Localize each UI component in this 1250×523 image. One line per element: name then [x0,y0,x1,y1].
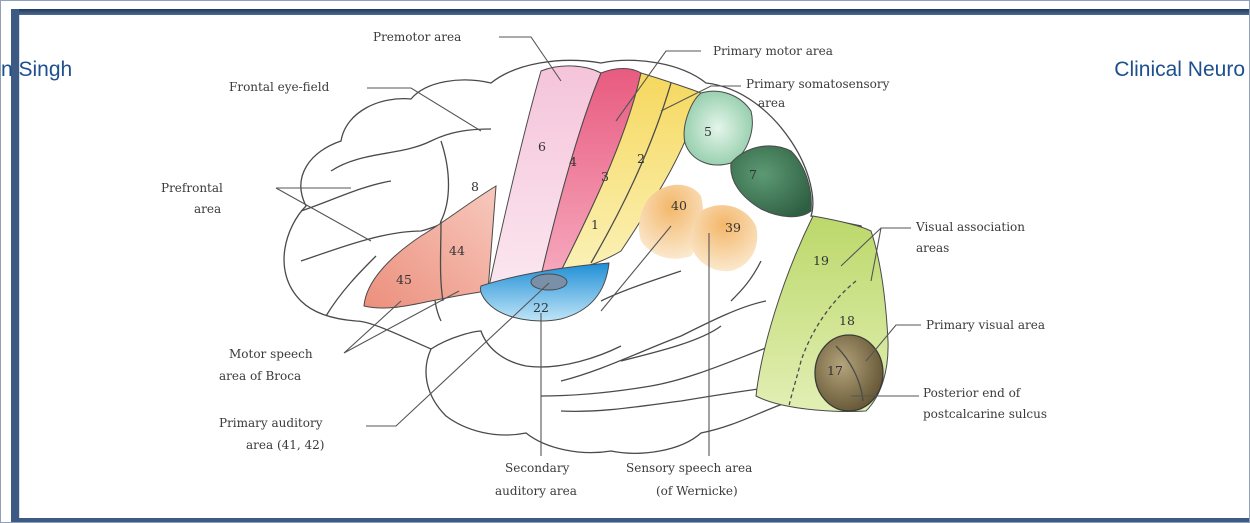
area-44-number: 44 [449,243,465,258]
area-1-number: 1 [591,217,599,232]
label-primary-motor-area: Primary motor area [713,44,833,58]
gyrus-line [331,129,491,171]
label-frontal-eye-field: Frontal eye-field [229,80,330,94]
label-primary-auditory-2: area (41, 42) [246,438,325,452]
label-secondary-auditory-1: Secondary [505,461,570,475]
area-8-number: 8 [471,179,479,194]
area-6-number: 6 [538,139,546,154]
area-19-number: 19 [813,253,829,268]
gyrus-line [561,301,766,381]
label-posterior-end-1: Posterior end of [923,386,1022,400]
area-4-number: 4 [569,154,577,169]
area-45-number: 45 [396,272,412,287]
label-motor-speech-1: Motor speech [229,347,313,361]
label-prefrontal-1: Prefrontal [161,181,223,195]
area-39-number: 39 [725,220,741,235]
leader-frontal-eye-field [367,88,481,131]
gyrus-line [301,181,391,211]
area-40-number: 40 [671,198,687,213]
label-sensory-speech-1: Sensory speech area [626,461,752,475]
label-motor-speech-2: area of Broca [219,369,301,383]
area-7-number: 7 [749,167,757,182]
label-visual-association-1: Visual association [915,220,1025,234]
area-17-number: 17 [827,363,843,378]
primary-visual-area-region [815,335,883,411]
label-visual-association-2: areas [916,241,949,255]
area-39-region [690,205,757,271]
header-author-text: n Singh [1,59,72,80]
label-primary-somatosensory-2: area [758,96,785,110]
label-secondary-auditory-2: auditory area [495,484,577,498]
gyrus-line [621,326,721,361]
header-book-title-text: Clinical Neuro [1114,59,1245,80]
label-primary-somatosensory-1: Primary somatosensory [746,77,890,91]
label-prefrontal-2: area [194,202,221,216]
broca-area-region [364,186,496,308]
gyrus-line [561,386,781,411]
gyrus-line [541,346,771,396]
label-primary-visual-area: Primary visual area [926,318,1045,332]
primary-auditory-region [531,274,567,290]
leader-prefrontal [276,188,371,241]
area-3-number: 3 [601,169,609,184]
area-22-number: 22 [533,300,549,315]
label-sensory-speech-2: (of Wernicke) [656,484,738,498]
label-posterior-end-2: postcalcarine sulcus [923,407,1047,421]
label-premotor-area: Premotor area [373,30,461,44]
area-18-number: 18 [839,313,855,328]
area-5-number: 5 [704,124,712,139]
label-primary-auditory-1: Primary auditory [219,416,323,430]
temporal-lobe-outline [431,331,621,367]
area-2-number: 2 [637,151,645,166]
area-7-region [731,146,812,217]
